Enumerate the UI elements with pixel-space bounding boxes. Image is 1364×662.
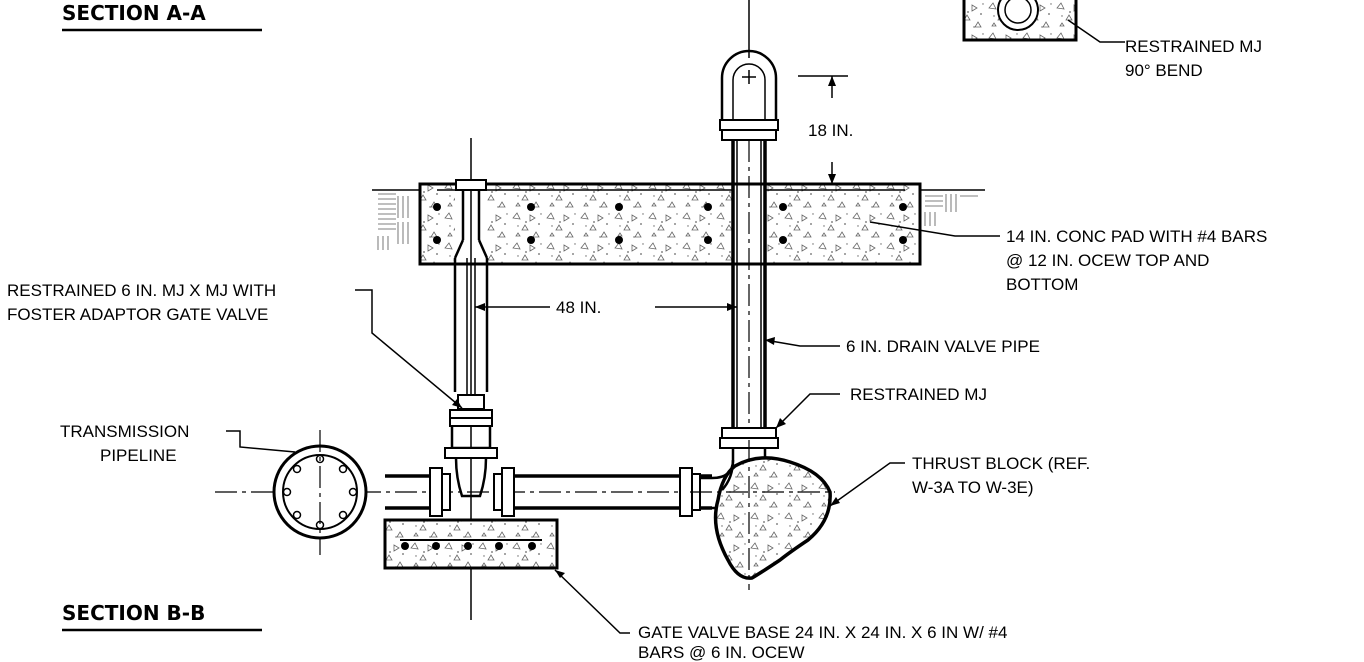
dim-18-label: 18 IN. [808, 121, 853, 140]
valve-leader [355, 289, 463, 409]
bend-label-line1: RESTRAINED MJ [1125, 37, 1262, 56]
base-label-line1: GATE VALVE BASE 24 IN. X 24 IN. X 6 IN W… [638, 623, 1007, 642]
thrust-label-line1: THRUST BLOCK (REF. [912, 454, 1090, 473]
transmission-leader [226, 430, 296, 453]
pad-label-line2: @ 12 IN. OCEW TOP AND [1006, 251, 1209, 270]
section-a-title: SECTION A-A [62, 1, 262, 32]
thrust-label-line2: W-3A TO W-3E) [912, 478, 1034, 497]
base-leader [554, 569, 630, 634]
pad-rebar-bottom [433, 236, 907, 244]
transmission-pipeline [272, 430, 368, 555]
valve-label-line2: FOSTER ADAPTOR GATE VALVE [7, 305, 268, 324]
concrete-pad [418, 182, 922, 266]
thrust-block [690, 440, 835, 590]
ground-hatch-right [920, 189, 985, 226]
transmission-label-line2: PIPELINE [100, 446, 177, 465]
dimension-48in [475, 303, 737, 311]
drain-pipe-label: 6 IN. DRAIN VALVE PIPE [846, 337, 1040, 356]
section-b-title-text: SECTION B-B [62, 601, 205, 625]
valve-label-line1: RESTRAINED 6 IN. MJ X MJ WITH [7, 281, 276, 300]
bend-detail-fragment [962, 0, 1125, 43]
pad-leader [869, 221, 1000, 237]
ground-hatch-left [372, 189, 420, 250]
transmission-label-line1: TRANSMISSION [60, 422, 189, 441]
gate-valve-base [383, 518, 559, 570]
section-a-title-text: SECTION A-A [62, 1, 206, 25]
drain-pipe-leader [764, 337, 840, 347]
bend-label-line2: 90° BEND [1125, 61, 1203, 80]
pad-label-line1: 14 IN. CONC PAD WITH #4 BARS [1006, 227, 1267, 246]
pad-rebar-top [433, 203, 907, 211]
pad-label-line3: BOTTOM [1006, 275, 1078, 294]
thrust-leader [829, 462, 905, 507]
restrained-mj-leader [775, 393, 840, 429]
restrained-mj-label: RESTRAINED MJ [850, 385, 987, 404]
section-b-title: SECTION B-B [62, 601, 262, 632]
base-label-line2: BARS @ 6 IN. OCEW [638, 643, 805, 662]
valve-extension [444, 138, 498, 620]
dim-48-label: 48 IN. [556, 298, 601, 317]
dimension-18in [798, 75, 848, 184]
